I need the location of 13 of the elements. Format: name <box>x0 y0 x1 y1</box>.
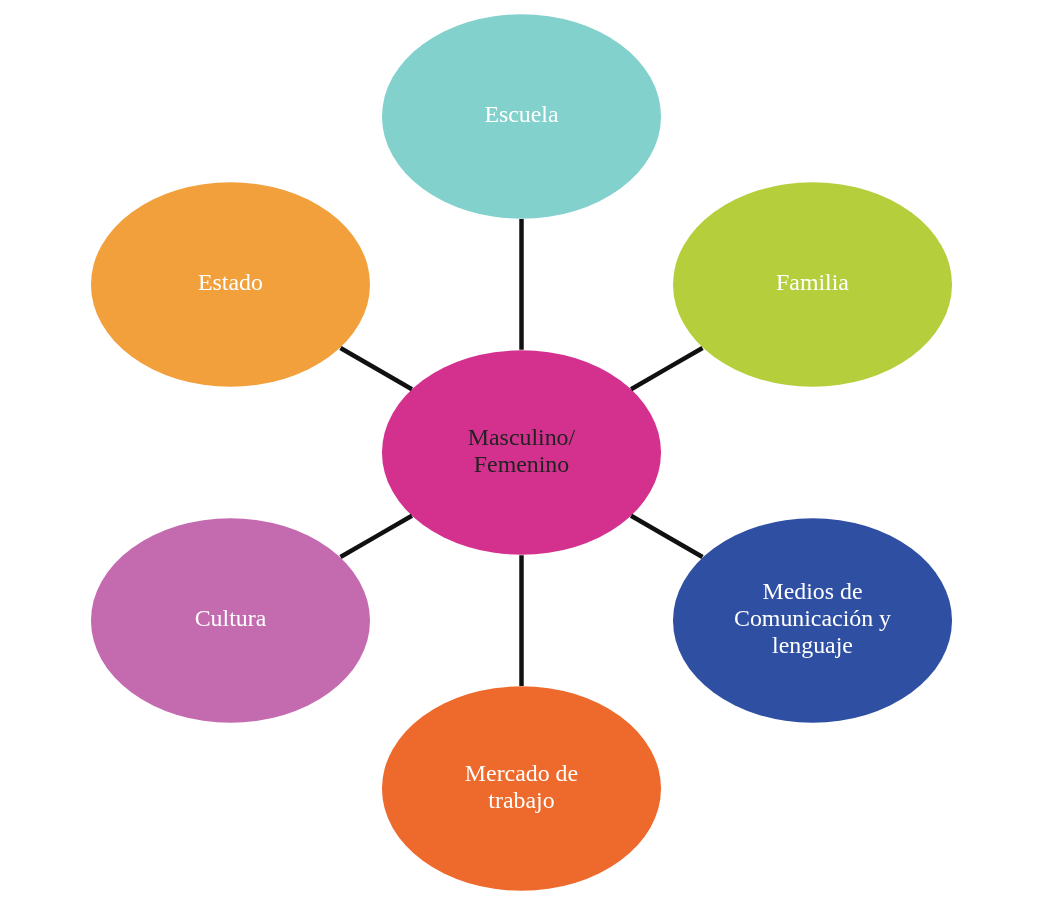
connector <box>338 346 413 392</box>
node-ellipse: Estado <box>90 182 370 387</box>
node-ellipse: Escuela <box>381 14 661 219</box>
connector <box>629 346 704 392</box>
node-ellipse: Masculino/ Femenino <box>381 350 661 555</box>
node-ellipse: Medios de Comunicación y lenguaje <box>672 518 952 723</box>
connector <box>518 555 524 686</box>
connector <box>518 219 524 350</box>
node-ellipse: Mercado de trabajo <box>381 686 661 891</box>
connector <box>338 513 413 559</box>
node-ellipse: Cultura <box>90 518 370 723</box>
connector <box>629 513 704 559</box>
node-ellipse: Familia <box>672 182 952 387</box>
